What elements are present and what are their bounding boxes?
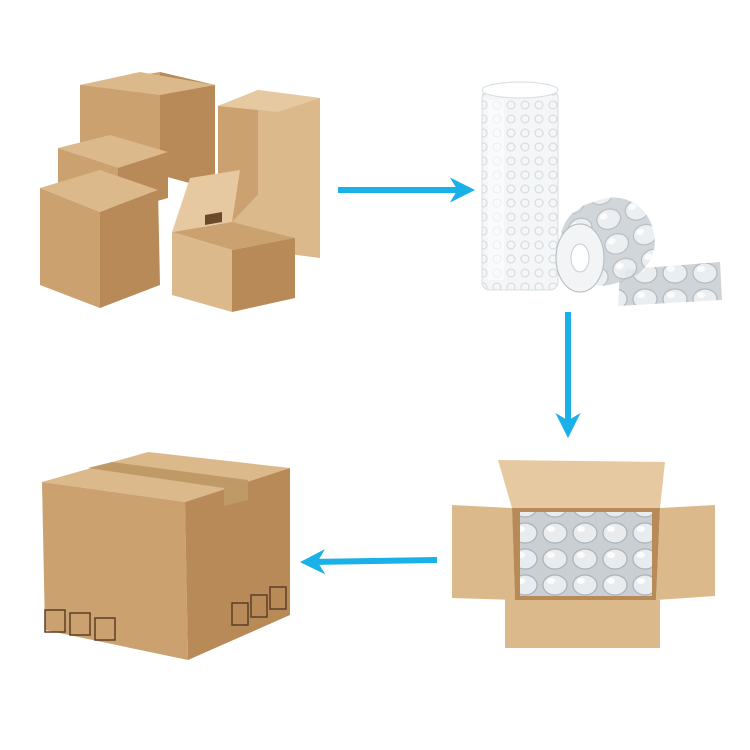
arrow-packed-to-sealed: [299, 549, 438, 575]
handling-symbols-icon: [44, 586, 287, 641]
bubble-wrap-rolls-icon: [481, 81, 722, 306]
open-box-with-air-cushions-icon: [452, 460, 715, 648]
cardboard-boxes-icon: [40, 72, 320, 312]
sealed-shipping-box-icon: [42, 452, 290, 660]
